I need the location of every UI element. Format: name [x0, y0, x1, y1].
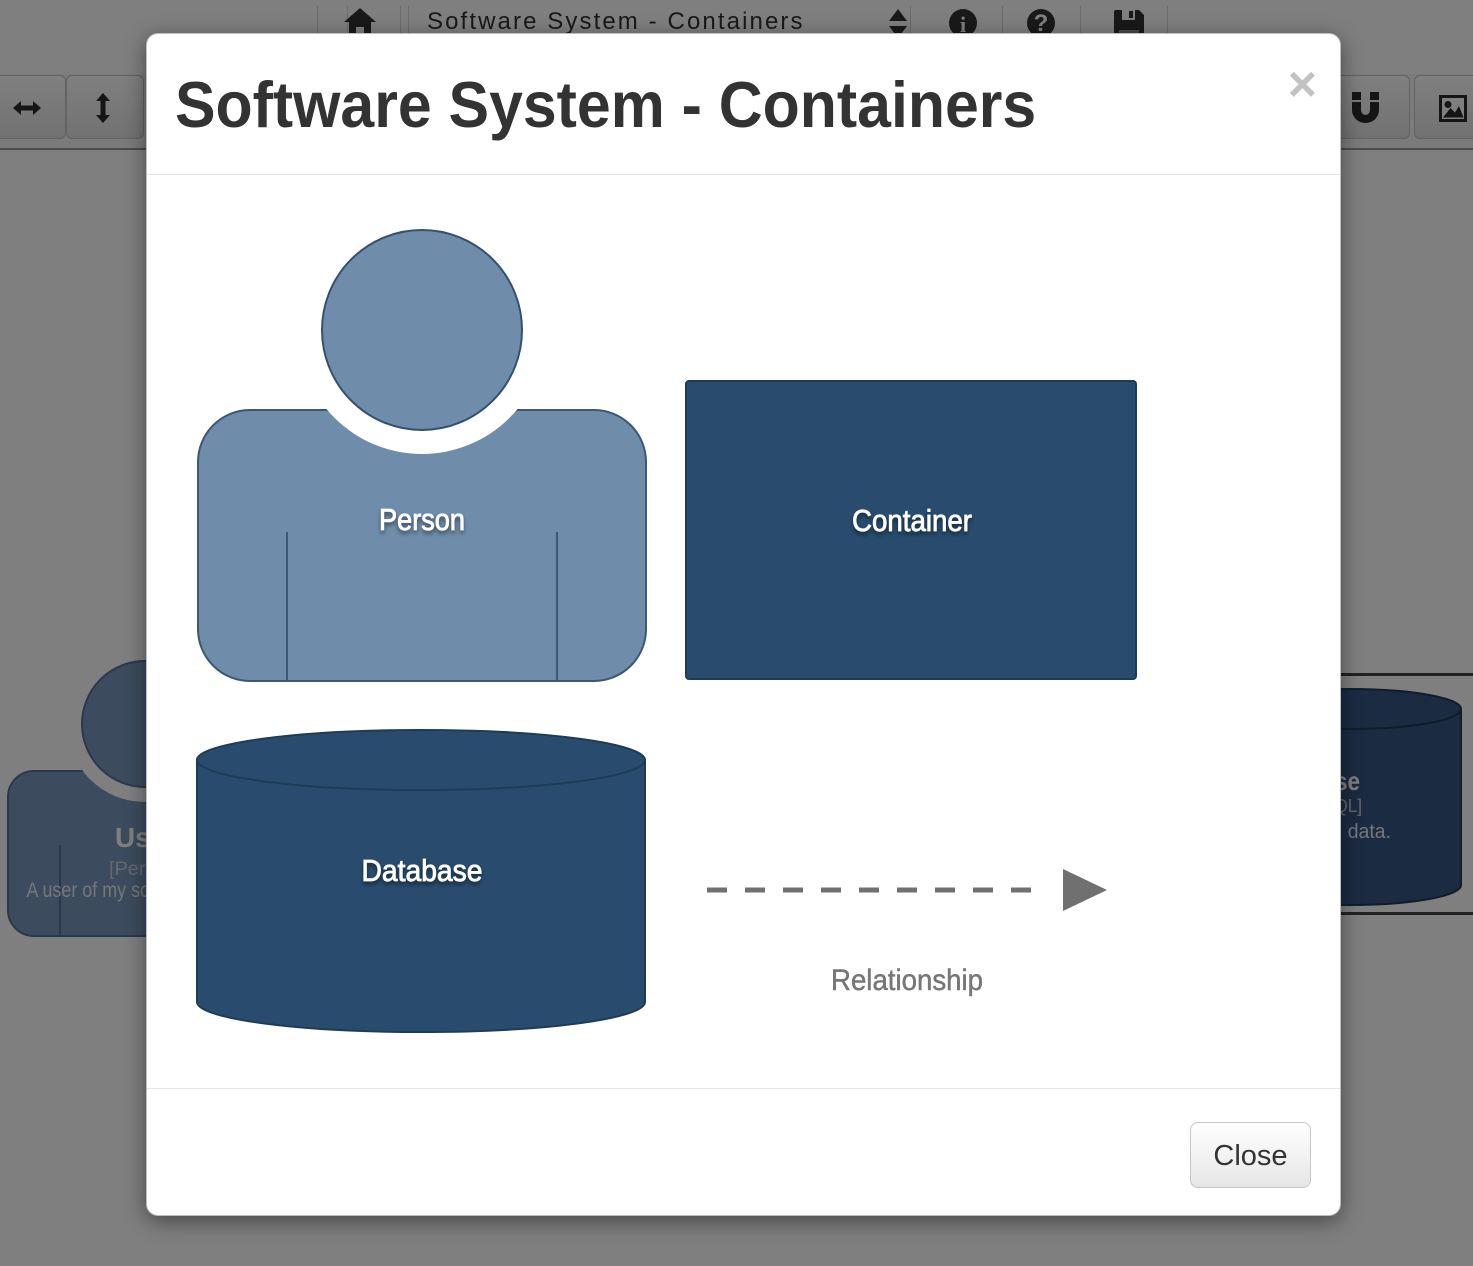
svg-text:Database: Database	[362, 853, 483, 888]
svg-text:Person: Person	[379, 502, 465, 537]
svg-text:Container: Container	[852, 503, 972, 538]
svg-text:Relationship: Relationship	[831, 964, 983, 997]
